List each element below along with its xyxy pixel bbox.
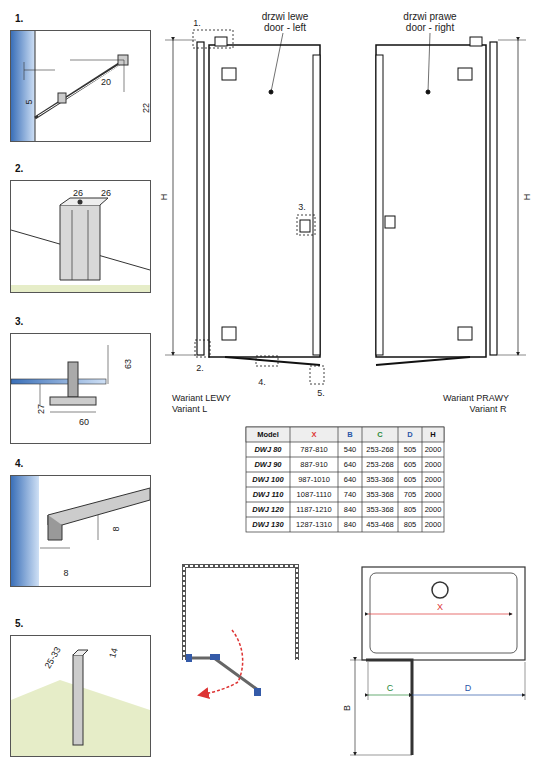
table-cell: C (377, 431, 382, 439)
table-cell: DWJ 130 (252, 521, 283, 529)
table-cell: DWJ 90 (254, 461, 281, 469)
detail-panel: 4.88 (10, 475, 151, 587)
table-grid (246, 427, 444, 532)
table-cell: Model (257, 431, 279, 439)
label: 5. (317, 389, 325, 398)
table-cell: 1187-1210 (296, 506, 331, 514)
table-cell: 640 (344, 476, 357, 484)
dimension: 8 (63, 569, 68, 578)
dimension: 8 (112, 526, 121, 531)
table-cell: D (407, 431, 412, 439)
dimension: 26 (73, 189, 83, 198)
dimension: 20 (101, 78, 111, 87)
label: 4. (258, 378, 266, 387)
label: H (523, 194, 532, 201)
table-cell: DWJ 100 (252, 476, 283, 484)
door-left (165, 30, 324, 384)
label: H (160, 194, 169, 201)
detail-number: 3. (15, 317, 23, 327)
detail-number: 2. (15, 164, 23, 174)
table-cell: 605 (404, 476, 417, 484)
table-cell: 2000 (425, 476, 442, 484)
table-cell: 840 (344, 521, 357, 529)
label: 1. (193, 19, 201, 28)
table-cell: X (311, 431, 316, 439)
table-cell: 805 (404, 506, 417, 514)
detail-5 (11, 650, 150, 756)
table-cell: 2000 (425, 446, 442, 454)
label: Variant R (470, 405, 507, 414)
detail-1 (11, 31, 128, 141)
detail-number: 5. (15, 619, 23, 629)
dimension: 26 (101, 189, 111, 198)
table-cell: 540 (344, 446, 357, 454)
table-cell: 1287-1310 (296, 521, 332, 529)
label: 2. (196, 364, 204, 373)
table-cell: 505 (404, 446, 417, 454)
table-cell: 2000 (425, 521, 442, 529)
detail-number: 1. (15, 14, 23, 24)
table-cell: 840 (344, 506, 357, 514)
label: 3. (298, 203, 306, 212)
dimension: C (386, 684, 395, 693)
label: door - left (264, 23, 306, 33)
dimension: 5 (25, 99, 34, 104)
table-cell: 353-368 (366, 506, 394, 514)
table-cell: B (347, 431, 352, 439)
label: drzwi lewe (262, 12, 309, 22)
label: Wariant PRAWY (443, 394, 509, 403)
dimension: 22 (142, 103, 151, 113)
plan-swing (184, 566, 297, 696)
door-right (376, 33, 526, 365)
detail-4 (11, 476, 150, 586)
dimension: 60 (79, 418, 89, 427)
table-cell: 453-468 (366, 521, 394, 529)
table-cell: 887-910 (300, 461, 328, 469)
dimension: 63 (124, 359, 133, 369)
table-cell: 740 (344, 491, 357, 499)
table-cell: H (430, 431, 435, 439)
plan-tray (350, 567, 525, 755)
dimension: 27 (37, 404, 46, 414)
table-cell: 1087-1110 (297, 491, 332, 499)
dimension: X (436, 603, 444, 612)
table-cell: 705 (404, 491, 417, 499)
label: drzwi prawe (403, 12, 456, 22)
detail-panel: 3.632760 (10, 333, 151, 444)
table-cell: 787-810 (300, 446, 328, 454)
table-cell: 805 (404, 521, 417, 529)
table-cell: 353-368 (366, 476, 394, 484)
table-cell: 2000 (425, 491, 442, 499)
table-cell: 2000 (425, 461, 442, 469)
dimension: 14 (108, 647, 119, 659)
table-cell: DWJ 110 (253, 491, 284, 499)
detail-panel: 1.20522 (10, 30, 151, 142)
table-cell: 253-268 (366, 461, 394, 469)
detail-panel: 5.25-3314 (10, 635, 151, 757)
table-cell: 987-1010 (298, 476, 330, 484)
dimension: 25-33 (43, 646, 62, 670)
table-cell: 353-368 (366, 491, 394, 499)
label: Wariant LEWY (172, 394, 231, 403)
table-cell: DWJ 120 (252, 506, 283, 514)
table-cell: 640 (344, 461, 357, 469)
table-cell: 2000 (425, 506, 442, 514)
detail-panel: 2.2626 (10, 180, 151, 293)
label: door - right (406, 23, 454, 33)
dimension: D (464, 684, 473, 693)
table-cell: 253-268 (366, 446, 394, 454)
table-cell: 605 (404, 461, 417, 469)
label: Variant L (172, 405, 207, 414)
detail-2 (11, 198, 150, 292)
detail-3 (11, 345, 108, 412)
dimension: B (343, 704, 352, 712)
table-cell: DWJ 80 (254, 446, 281, 454)
detail-number: 4. (15, 459, 23, 469)
